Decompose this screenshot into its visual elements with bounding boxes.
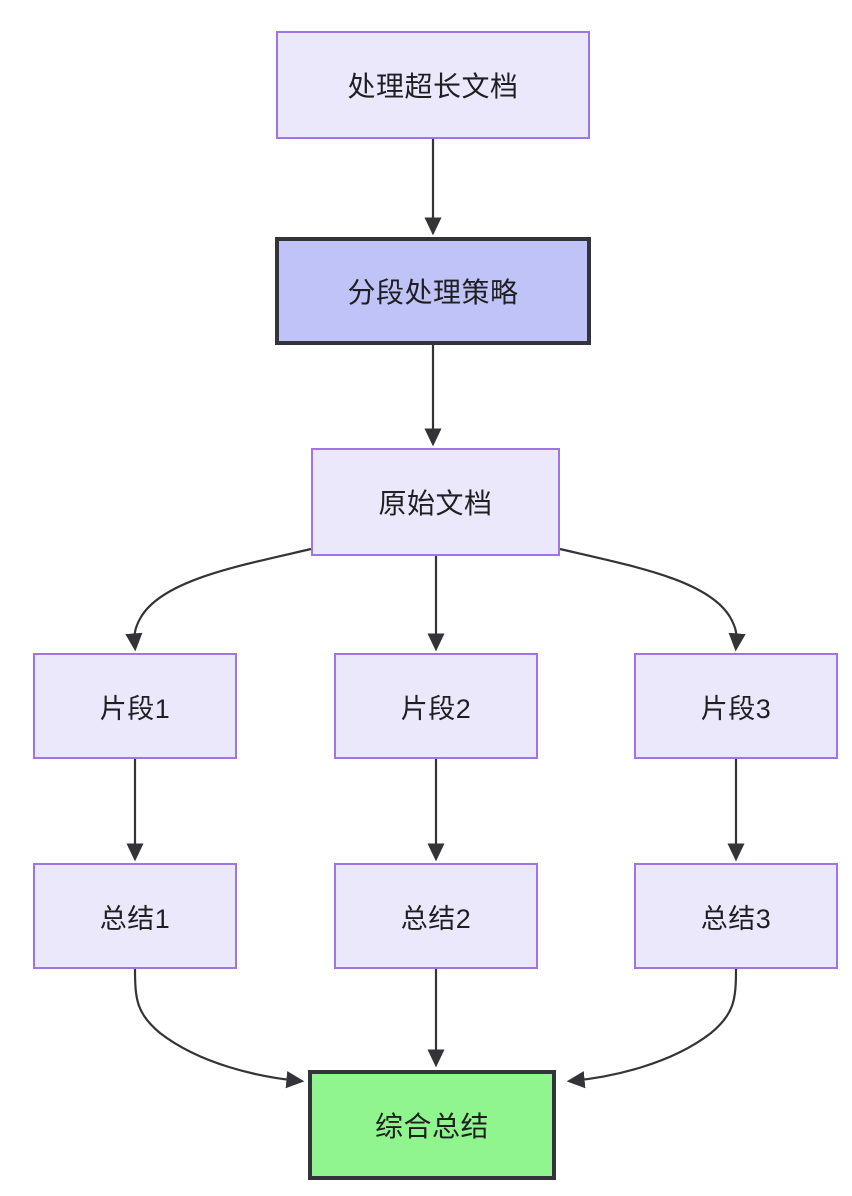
node-summary-3[interactable]: 总结3: [634, 863, 838, 969]
node-summary-1[interactable]: 总结1: [33, 863, 237, 969]
node-combined-summary[interactable]: 综合总结: [308, 1070, 556, 1180]
node-label: 片段1: [99, 693, 171, 724]
node-label: 处理超长文档: [347, 71, 519, 102]
edge-summary1-to-final: [133, 968, 305, 1089]
node-chunking-strategy[interactable]: 分段处理策略: [275, 237, 591, 345]
node-label: 片段2: [400, 693, 472, 724]
node-label: 总结1: [99, 903, 171, 934]
node-source-document[interactable]: 原始文档: [311, 448, 560, 556]
edge-source-to-chunk3: [559, 547, 746, 652]
node-chunk-3[interactable]: 片段3: [634, 653, 838, 759]
edge-source-to-chunk1: [125, 547, 312, 652]
node-process-long-document[interactable]: 处理超长文档: [276, 31, 590, 139]
edge-summary3-to-final: [566, 968, 738, 1089]
node-label: 片段3: [700, 693, 772, 724]
node-label: 分段处理策略: [347, 277, 519, 308]
node-chunk-1[interactable]: 片段1: [33, 653, 237, 759]
node-summary-2[interactable]: 总结2: [334, 863, 538, 969]
node-label: 原始文档: [378, 488, 493, 519]
node-label: 总结2: [400, 903, 472, 934]
node-label: 综合总结: [374, 1111, 489, 1142]
node-chunk-2[interactable]: 片段2: [334, 653, 538, 759]
node-label: 总结3: [700, 903, 772, 934]
